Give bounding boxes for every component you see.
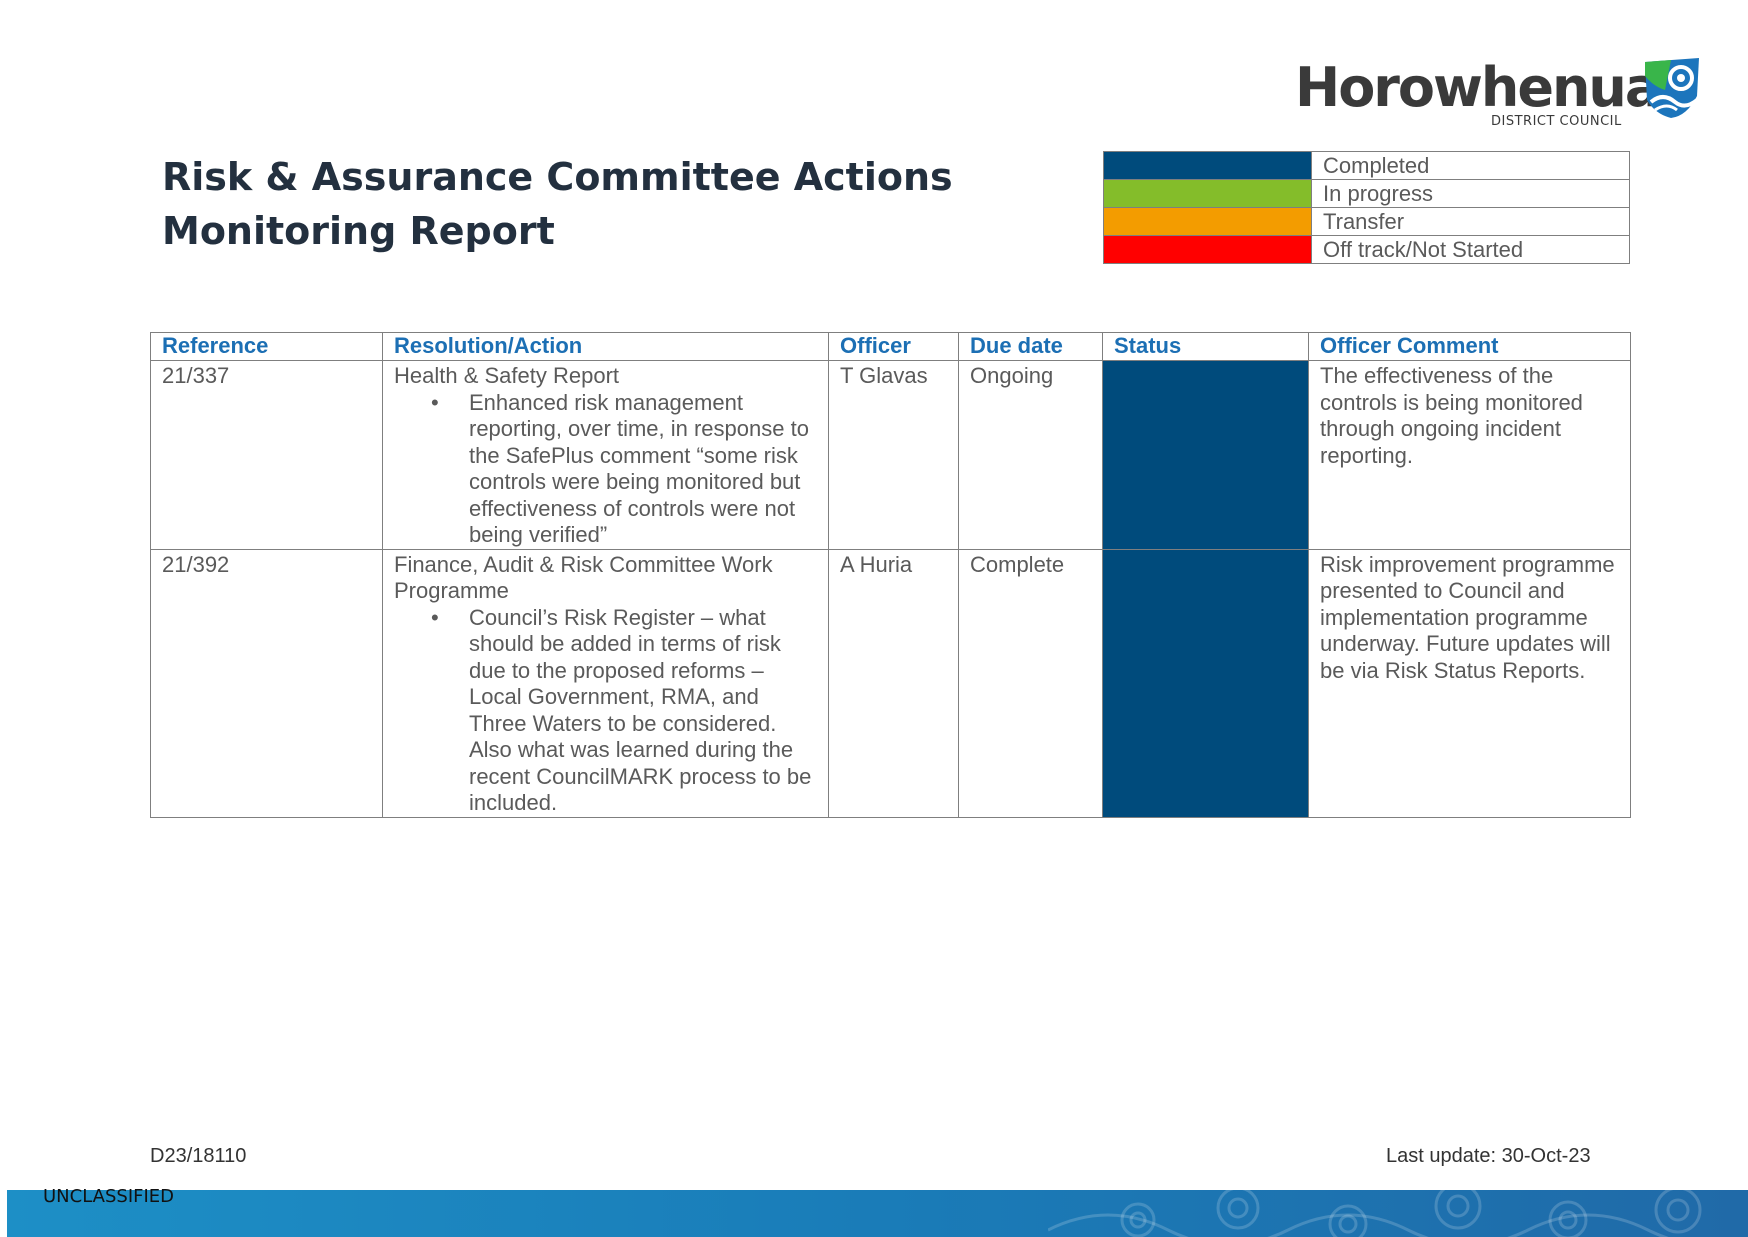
cell-officer-comment: The effectiveness of the controls is bei… [1308, 360, 1631, 550]
resolution-bullet: Enhanced risk management reporting, over… [431, 390, 817, 549]
cell-reference: 21/392 [150, 548, 383, 818]
table-row: 21/337 Health & Safety Report Enhanced r… [150, 360, 1631, 550]
legend-swatch-off-track [1103, 235, 1312, 264]
table-row: 21/392 Finance, Audit & Risk Committee W… [150, 548, 1631, 818]
last-update-date: Last update: 30-Oct-23 [1386, 1145, 1591, 1167]
cell-reference: 21/337 [150, 360, 383, 550]
council-emblem-icon [1645, 58, 1699, 118]
legend-swatch-completed [1103, 151, 1312, 180]
logo-wordmark: Horowhenua [1295, 56, 1661, 119]
cell-due-date: Complete [958, 548, 1103, 818]
resolution-bullet-list: Council’s Risk Register – what should be… [394, 605, 817, 817]
header-due-date: Due date [958, 332, 1103, 361]
legend-label-completed: Completed [1311, 151, 1630, 180]
legend-label-transfer: Transfer [1311, 207, 1630, 236]
status-legend: Completed In progress Transfer Off track… [1103, 151, 1630, 264]
actions-table: Reference Resolution/Action Officer Due … [150, 332, 1631, 818]
cell-status-completed [1102, 360, 1309, 550]
council-logo: Horowhenua DISTRICT COUNCIL [1295, 52, 1705, 138]
cell-resolution-action: Health & Safety Report Enhanced risk man… [382, 360, 829, 550]
legend-label-off-track: Off track/Not Started [1311, 235, 1630, 264]
cell-due-date: Ongoing [958, 360, 1103, 550]
header-resolution-action: Resolution/Action [382, 332, 829, 361]
table-header-row: Reference Resolution/Action Officer Due … [150, 332, 1631, 361]
koru-pattern-icon [1048, 1190, 1748, 1237]
header-officer: Officer [828, 332, 959, 361]
header-reference: Reference [150, 332, 383, 361]
cell-resolution-action: Finance, Audit & Risk Committee Work Pro… [382, 548, 829, 818]
legend-row-in-progress: In progress [1103, 179, 1630, 208]
document-reference: D23/18110 [150, 1145, 247, 1167]
legend-row-off-track: Off track/Not Started [1103, 235, 1630, 264]
report-title: Risk & Assurance Committee Actions Monit… [162, 150, 1022, 258]
header-status: Status [1102, 332, 1309, 361]
legend-swatch-in-progress [1103, 179, 1312, 208]
legend-swatch-transfer [1103, 207, 1312, 236]
cell-status-completed [1102, 548, 1309, 818]
report-title-line-2: Monitoring Report [162, 209, 555, 253]
legend-label-in-progress: In progress [1311, 179, 1630, 208]
footer-band [7, 1190, 1748, 1237]
cell-officer: A Huria [828, 548, 959, 818]
resolution-bullet: Council’s Risk Register – what should be… [431, 605, 817, 817]
resolution-bullet-list: Enhanced risk management reporting, over… [394, 390, 817, 549]
resolution-title: Finance, Audit & Risk Committee Work Pro… [394, 551, 773, 604]
legend-row-transfer: Transfer [1103, 207, 1630, 236]
resolution-title: Health & Safety Report [394, 363, 620, 388]
header-officer-comment: Officer Comment [1308, 332, 1631, 361]
logo-subtitle: DISTRICT COUNCIL [1491, 114, 1622, 129]
report-title-line-1: Risk & Assurance Committee Actions [162, 155, 953, 199]
cell-officer: T Glavas [828, 360, 959, 550]
cell-officer-comment: Risk improvement programme presented to … [1308, 548, 1631, 818]
classification-label: UNCLASSIFIED [43, 1186, 175, 1207]
legend-row-completed: Completed [1103, 151, 1630, 180]
